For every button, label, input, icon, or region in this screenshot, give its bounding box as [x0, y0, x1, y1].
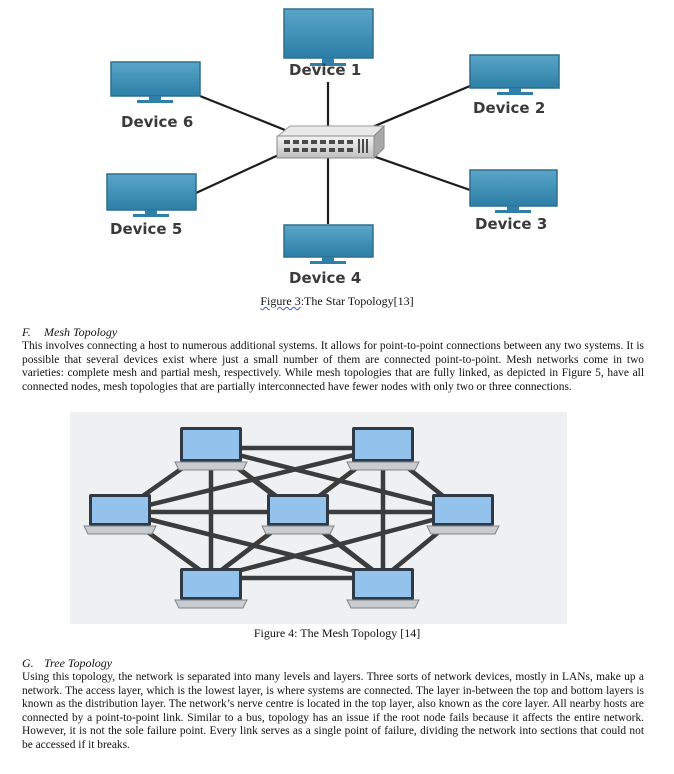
section-g-heading: G. Tree Topology — [22, 656, 112, 671]
cable-device-6 — [199, 94, 286, 132]
laptop-top-left-icon — [174, 427, 248, 471]
cable-device-5 — [195, 151, 286, 194]
device-1-label: Device 1 — [289, 61, 362, 79]
device-5-label: Device 5 — [110, 220, 183, 238]
figure-3-caption-prefix: Figure 3 — [260, 294, 301, 308]
section-f-letter: F. — [22, 325, 31, 339]
figure-3-caption-suffix: :The Star Topology[13] — [300, 294, 414, 308]
section-g-letter: G. — [22, 656, 34, 670]
monitor-device-1-icon — [283, 8, 374, 66]
star-topology-diagram — [106, 8, 560, 264]
monitor-device-6-icon — [110, 61, 201, 103]
device-4-label: Device 4 — [289, 269, 362, 287]
section-g-paragraph: Using this topology, the network is sepa… — [22, 671, 644, 751]
figure-3-caption: Figure 3:The Star Topology[13] — [0, 294, 674, 309]
laptop-middle-left-icon — [83, 494, 157, 535]
laptop-center-icon — [261, 494, 335, 535]
network-switch-icon — [276, 124, 386, 160]
laptop-bottom-right-icon — [346, 568, 420, 609]
monitor-device-3-icon — [469, 169, 558, 213]
device-2-label: Device 2 — [473, 99, 546, 117]
cable-device-2 — [369, 84, 471, 130]
laptop-bottom-left-icon — [174, 568, 248, 609]
monitor-device-2-icon — [469, 54, 560, 95]
section-f-heading: F. Mesh Topology — [22, 325, 117, 340]
section-f-title: Mesh Topology — [44, 325, 118, 339]
laptop-middle-right-icon — [426, 494, 500, 535]
section-f-paragraph: This involves connecting a host to numer… — [22, 340, 644, 393]
monitor-device-4-icon — [283, 224, 374, 264]
section-g-title: Tree Topology — [44, 656, 113, 670]
monitor-device-5-icon — [106, 173, 197, 217]
device-3-label: Device 3 — [475, 215, 548, 233]
figure-4-caption: Figure 4: The Mesh Topology [14] — [253, 626, 421, 640]
mesh-topology-diagram — [70, 412, 567, 624]
laptop-top-right-icon — [346, 427, 420, 471]
cable-device-3 — [369, 153, 471, 192]
device-6-label: Device 6 — [121, 113, 194, 131]
